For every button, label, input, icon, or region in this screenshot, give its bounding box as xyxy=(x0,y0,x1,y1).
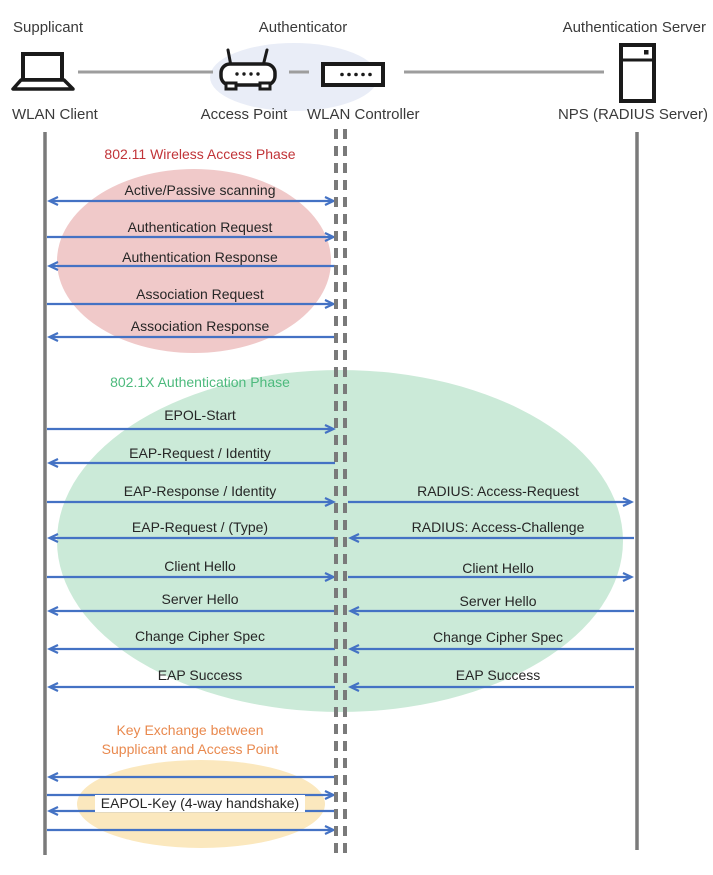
phase2-title: 802.1X Authentication Phase xyxy=(110,374,290,390)
message-label: EAP-Response / Identity xyxy=(123,483,277,499)
eapol-key-label: EAPOL-Key (4-way handshake) xyxy=(94,795,306,812)
laptop-icon xyxy=(11,52,75,91)
message-label: EAP-Request / (Type) xyxy=(131,519,269,535)
message-label: EAP-Request / Identity xyxy=(129,445,271,461)
phase1-title: 802.11 Wireless Access Phase xyxy=(104,146,296,162)
message-label: Server Hello xyxy=(459,593,537,609)
authenticator-ellipse xyxy=(210,43,378,111)
message-label: Authentication Response xyxy=(122,249,278,265)
message-label: Change Cipher Spec xyxy=(135,628,265,644)
device-label-wlan-client: WLAN Client xyxy=(12,106,98,123)
message-label: Client Hello xyxy=(462,560,534,576)
device-label-wlan-controller: WLAN Controller xyxy=(307,106,420,123)
wlan-controller-icon xyxy=(321,62,385,87)
message-label: EPOL-Start xyxy=(164,407,236,423)
phase1-ellipse xyxy=(57,169,331,353)
server-icon xyxy=(619,43,656,103)
phase3-title-line1: Key Exchange between xyxy=(116,722,264,738)
device-label-access-point: Access Point xyxy=(200,106,288,123)
message-label: EAP Success xyxy=(455,667,541,683)
message-label: Active/Passive scanning xyxy=(124,182,276,198)
message-label: Server Hello xyxy=(161,591,239,607)
access-point-icon xyxy=(219,48,277,91)
role-label-supplicant: Supplicant xyxy=(13,19,84,36)
phase2-ellipse xyxy=(57,370,623,712)
message-label: RADIUS: Access-Request xyxy=(417,483,579,499)
message-label: EAP Success xyxy=(157,667,243,683)
message-label: Association Request xyxy=(136,286,264,302)
role-label-authenticator: Authenticator xyxy=(258,19,348,36)
message-label: Change Cipher Spec xyxy=(433,629,563,645)
message-label: RADIUS: Access-Challenge xyxy=(411,519,585,535)
message-label: Authentication Request xyxy=(127,219,273,235)
message-label: Association Response xyxy=(130,318,270,334)
phase3-title-line2: Supplicant and Access Point xyxy=(101,741,279,757)
role-label-authentication-server: Authentication Server xyxy=(562,19,706,36)
device-label-nps-radius-server: NPS (RADIUS Server) xyxy=(557,106,708,123)
message-label: EAPOL-Key (4-way handshake) xyxy=(55,794,345,812)
message-label: Client Hello xyxy=(164,558,236,574)
